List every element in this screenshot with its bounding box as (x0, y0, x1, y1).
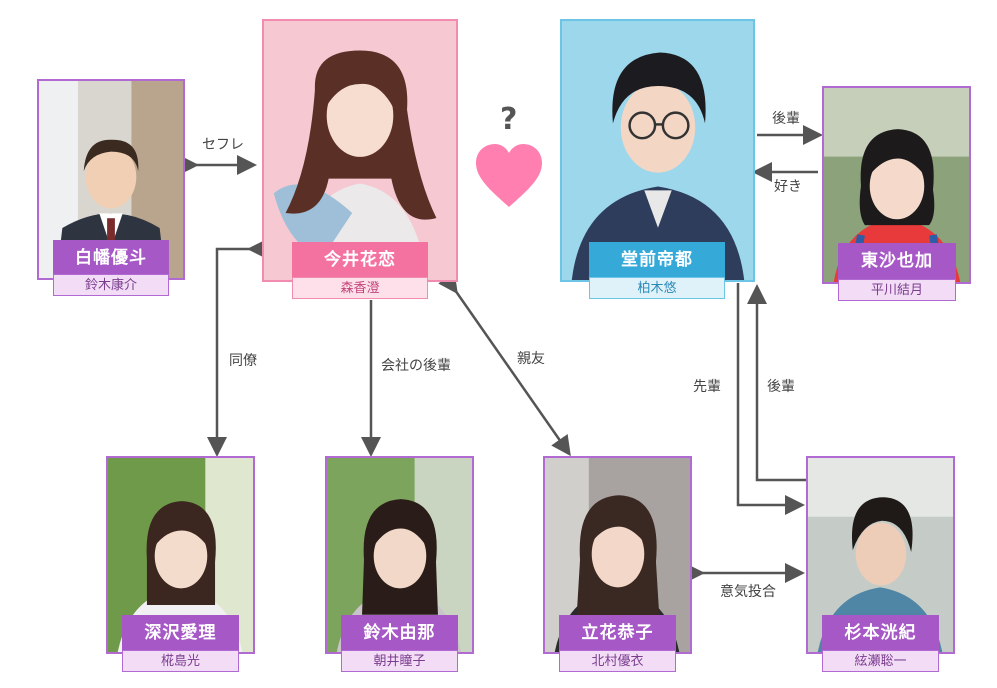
label-sefure: セフレ (200, 136, 246, 154)
actor-tachibana: 北村優衣 (559, 650, 676, 672)
shinyuu-arrow (438, 271, 571, 457)
heart-icon (476, 144, 542, 207)
actor-domae: 柏木悠 (589, 277, 725, 299)
name-imai: 今井花恋 (292, 242, 428, 278)
actor-higashi: 平川結月 (838, 279, 956, 301)
actor-imai: 森香澄 (292, 277, 428, 299)
actor-fukazawa: 椛島光 (122, 650, 239, 672)
label-suki: 好き (772, 178, 804, 196)
kouhai-right-arrow (747, 284, 806, 482)
senpai-arrow (736, 283, 805, 515)
label-douryou: 同僚 (227, 352, 259, 370)
name-domae: 堂前帝都 (589, 242, 725, 278)
actor-suzuki: 朝井瞳子 (341, 650, 458, 672)
portrait-photo (562, 21, 753, 280)
label-kouhai-top: 後輩 (770, 110, 802, 128)
name-suzuki: 鈴木由那 (341, 615, 458, 651)
label-kouhai-right: 後輩 (765, 378, 797, 396)
label-ikitougou: 意気投合 (718, 583, 778, 601)
label-kaisha-kouhai: 会社の後輩 (379, 357, 453, 375)
douryou-arrow (207, 239, 267, 457)
name-tachibana: 立花恭子 (559, 615, 676, 651)
question-mark: ? (500, 102, 518, 137)
card-domae[interactable] (560, 19, 755, 282)
name-fukazawa: 深沢愛理 (122, 615, 239, 651)
label-senpai: 先輩 (691, 378, 723, 396)
label-shinyuu: 親友 (515, 350, 547, 368)
name-shirahata: 白幡優斗 (53, 240, 169, 276)
name-sugimoto: 杉本洸紀 (822, 615, 939, 651)
actor-sugimoto: 絃瀬聡一 (822, 650, 939, 672)
name-higashi: 東沙也加 (838, 243, 956, 279)
actor-shirahata: 鈴木康介 (53, 274, 169, 296)
